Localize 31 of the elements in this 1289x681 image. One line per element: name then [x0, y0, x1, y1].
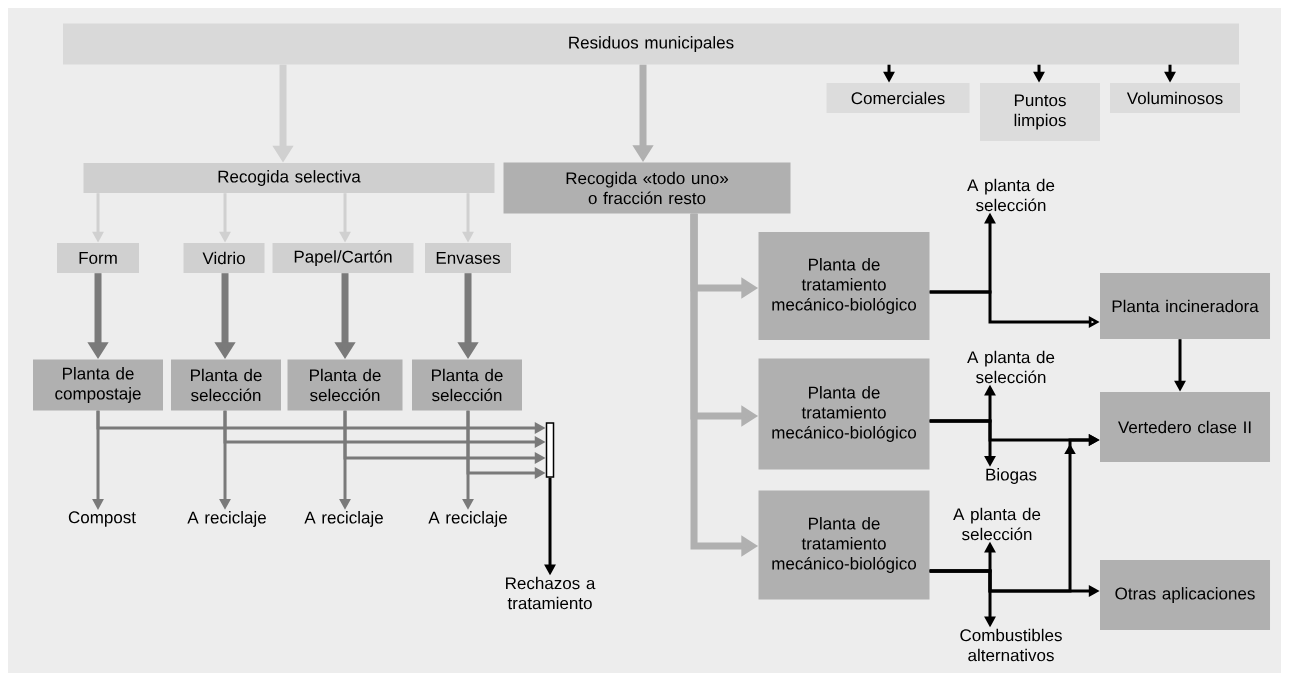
process-box: Planta de tratamiento mecánico-biológico	[758, 490, 930, 600]
process-box: Voluminosos	[1110, 83, 1240, 113]
process-box: Planta de tratamiento mecánico-biológico	[758, 358, 930, 470]
text-label: Compost	[68, 511, 136, 527]
process-box: Vidrio	[183, 243, 265, 273]
process-box: Recogida «todo uno» o fracción resto	[503, 162, 791, 214]
text-label: A reciclaje	[187, 511, 266, 527]
process-box: Residuos municipales	[63, 23, 1239, 65]
text-label: A planta de selección	[953, 507, 1041, 541]
process-box: Vertedero clase II	[1100, 392, 1270, 462]
text-label: Biogas	[986, 468, 1037, 484]
text-label: Combustibles alternativos	[960, 628, 1062, 662]
process-box: Recogida selectiva	[83, 163, 495, 193]
process-box: Planta de selección	[171, 359, 281, 411]
text-label: A reciclaje	[428, 511, 507, 527]
process-box: Planta incineradora	[1100, 273, 1270, 339]
text-label: Rechazos a tratamiento	[506, 576, 596, 610]
process-box: Papel/Cartón	[272, 243, 414, 273]
process-box: Comerciales	[826, 83, 970, 113]
text-label: A reciclaje	[304, 511, 383, 527]
process-box: Planta de selección	[412, 359, 522, 411]
process-box: Planta de selección	[287, 359, 403, 411]
process-box: Planta de compostaje	[33, 359, 163, 411]
process-box: Form	[57, 243, 139, 273]
process-box: Envases	[425, 243, 511, 273]
process-box: Planta de tratamiento mecánico-biológico	[758, 232, 930, 340]
process-box: Puntos limpios	[980, 83, 1100, 141]
text-label: A planta de selección	[967, 178, 1055, 212]
process-box: Otras aplicaciones	[1100, 560, 1270, 630]
text-label: A planta de selección	[967, 350, 1055, 384]
collector-bar	[545, 422, 555, 478]
